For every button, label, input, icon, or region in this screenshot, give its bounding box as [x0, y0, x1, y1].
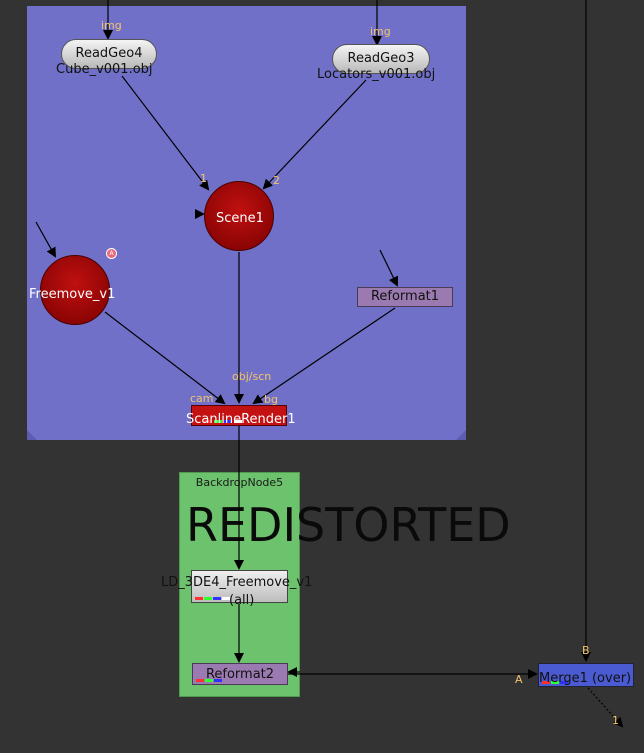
channel-red-swatch [542, 681, 550, 684]
scene1-input2-label: 2 [273, 174, 280, 187]
channel-green-swatch [204, 597, 212, 600]
freemove-node[interactable] [40, 255, 110, 325]
channel-blue-swatch [560, 681, 568, 684]
merge1-output-label: 1 [612, 714, 619, 727]
ld-3de4-freemove-sublabel: (all) [229, 593, 255, 608]
scanline-bg-label: bg [264, 393, 278, 406]
scanline-cam-label: cam [190, 392, 214, 405]
channel-red-swatch [196, 679, 204, 682]
scene1-label: Scene1 [216, 211, 264, 226]
readgeo4-input-label: img [101, 19, 122, 32]
ld-3de4-freemove-node[interactable] [191, 570, 288, 603]
wire-readgeo4-scene1 [121, 75, 210, 191]
freemove-label: Freemove_v1 [29, 287, 116, 302]
channel-blue-swatch [214, 679, 222, 682]
readgeo3-file-label: Locators_v001.obj [317, 67, 436, 82]
readgeo4-file-label: Cube_v001.obj [56, 62, 153, 77]
readgeo3-node[interactable]: ReadGeo3 [332, 44, 430, 74]
resize-corner-right[interactable] [456, 430, 466, 440]
wire-reformat1-scanline [252, 307, 396, 405]
channel-blue-swatch [224, 420, 232, 423]
merge1-node[interactable] [538, 663, 634, 687]
freemove-animated-badge: A [106, 248, 117, 259]
wire-readgeo3-scene1 [262, 79, 367, 190]
reformat2-label: Reformat2 [205, 667, 275, 682]
channel-red-swatch [195, 597, 203, 600]
wire-merge-out [587, 687, 624, 728]
channel-green-swatch [551, 681, 559, 684]
channel-alpha-swatch [234, 420, 242, 423]
readgeo4-node[interactable]: ReadGeo4 [61, 39, 157, 69]
reformat2-node[interactable]: Reformat2 [192, 663, 288, 685]
reformat1-label: Reformat1 [370, 289, 440, 304]
wire-freemove-scanline [104, 311, 226, 405]
scene1-node[interactable] [204, 181, 274, 251]
channel-green-swatch [214, 420, 222, 423]
scanline-scn-label: obj/scn [232, 370, 272, 383]
readgeo3-input-label: img [370, 25, 391, 38]
channel-alpha-swatch [222, 597, 230, 600]
merge1-label: Merge1 (over) [539, 671, 632, 686]
wire-freemove-in [35, 221, 56, 258]
ld-3de4-freemove-label: LD_3DE4_Freemove_v1 [161, 575, 313, 590]
channel-blue-swatch [213, 597, 221, 600]
scanlinerender1-label: ScanlineRender1 [186, 412, 296, 427]
merge1-a-label: A [515, 673, 523, 686]
backdrop-note-redistorted: REDISTORTED [186, 498, 511, 552]
channel-red-swatch [204, 420, 212, 423]
reformat1-node[interactable]: Reformat1 [357, 287, 453, 307]
scanlinerender1-node[interactable] [191, 405, 287, 426]
resize-corner-left [27, 430, 37, 440]
scene1-input1-label: 1 [200, 172, 207, 185]
wire-reformat1-in [379, 249, 399, 287]
channel-green-swatch [205, 679, 213, 682]
merge1-b-label: B [582, 644, 590, 657]
